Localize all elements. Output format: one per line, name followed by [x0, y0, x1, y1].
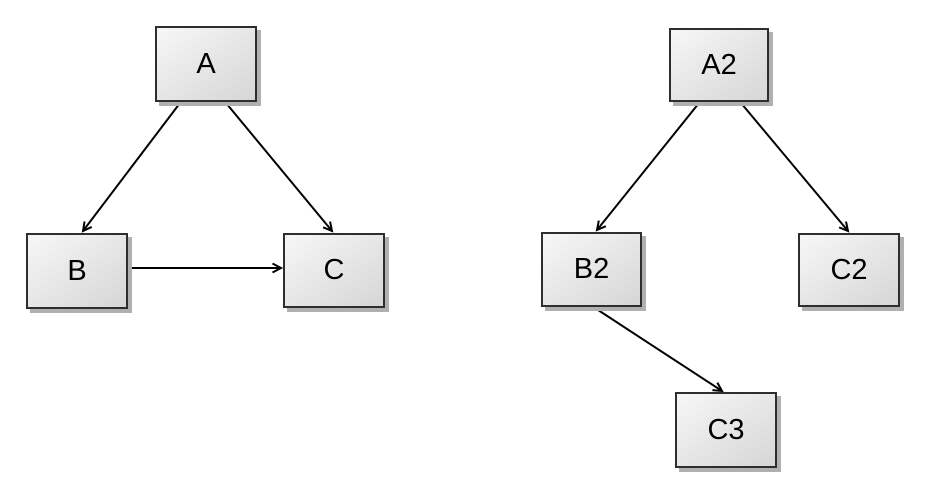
node-C2[interactable]: C2: [798, 233, 900, 307]
node-label-B2: B2: [573, 253, 610, 285]
node-label-C2: C2: [830, 253, 868, 286]
node-label-C3: C3: [707, 413, 745, 446]
edge-A-B: [81, 102, 181, 233]
node-A[interactable]: A: [155, 26, 257, 102]
node-label-C: C: [323, 254, 345, 286]
node-A2[interactable]: A2: [669, 28, 769, 102]
node-label-A: A: [196, 47, 216, 80]
node-label-B: B: [67, 254, 87, 287]
edge-A2-B2: [595, 102, 700, 232]
node-C[interactable]: C: [283, 233, 385, 308]
node-C3[interactable]: C3: [675, 392, 777, 468]
node-B[interactable]: B: [26, 233, 128, 309]
edge-A2-C2: [740, 102, 850, 233]
node-B2[interactable]: B2: [541, 232, 642, 307]
edge-B2-C3: [594, 307, 724, 393]
edge-A-C: [225, 102, 334, 233]
node-label-A2: A2: [701, 48, 737, 81]
